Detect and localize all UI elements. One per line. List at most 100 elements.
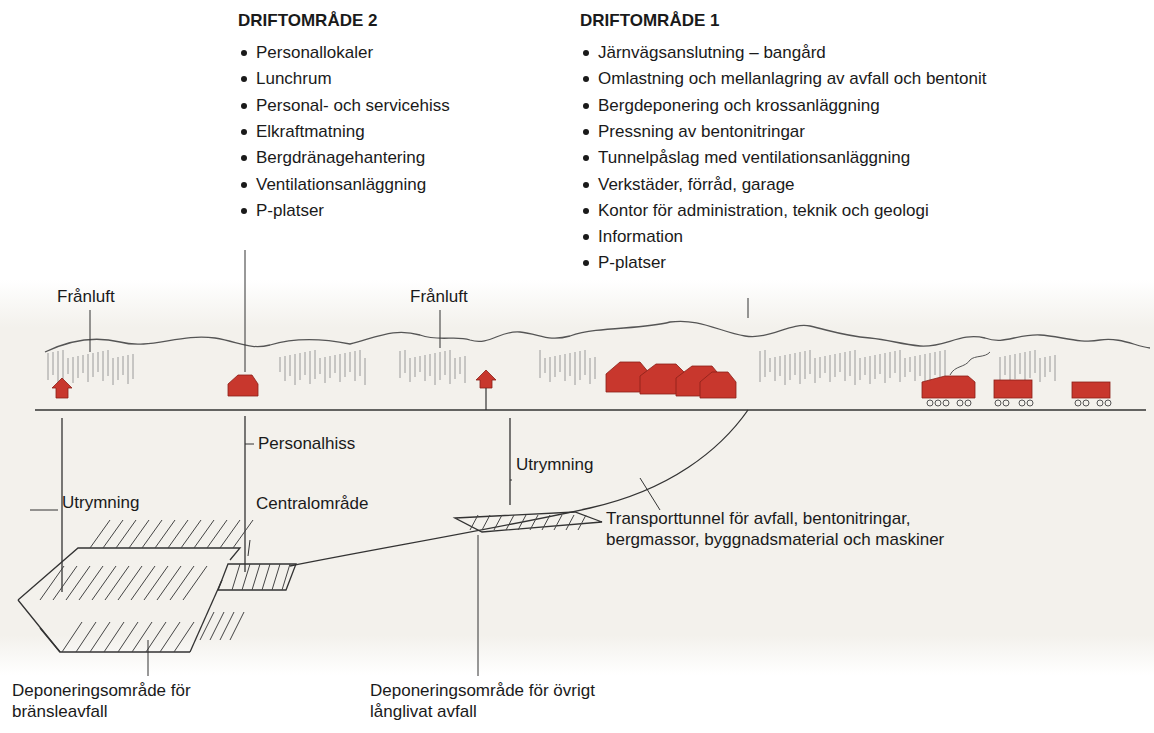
drift-stroke — [506, 515, 514, 530]
tree-stroke — [108, 350, 109, 376]
tree-stroke — [825, 356, 826, 373]
bullet-dot — [583, 182, 589, 188]
tree-stroke — [760, 351, 761, 382]
tree-stroke — [285, 356, 286, 381]
tree-stroke — [320, 358, 321, 374]
tree-stroke — [595, 357, 596, 379]
bullet-dot — [241, 155, 247, 161]
tree-stroke — [820, 357, 821, 378]
drift-stroke — [174, 622, 194, 652]
drift-stroke — [230, 612, 244, 640]
tree-stroke — [770, 358, 771, 372]
tree-stroke — [900, 350, 901, 382]
list-item: Tunnelpåslag med ventilationsanläggning — [598, 147, 1018, 168]
tree-stroke — [850, 351, 851, 376]
drift-stroke — [252, 564, 260, 590]
tree-stroke — [1045, 357, 1046, 377]
tree-stroke — [800, 352, 801, 384]
bullet-dot — [583, 208, 589, 214]
tree-stroke — [1040, 358, 1041, 382]
tree-stroke — [340, 354, 341, 382]
list-item: Omlastning och mellanlagring av avfall o… — [598, 68, 1018, 89]
drift-stroke — [232, 564, 240, 590]
area-heading: DRIFTOMRÅDE 1 — [580, 10, 880, 31]
tree-stroke — [113, 358, 114, 385]
tree-stroke — [845, 352, 846, 381]
tree-stroke — [310, 351, 311, 384]
tree-stroke — [425, 355, 426, 381]
tree-stroke — [815, 358, 816, 383]
bullet-dot — [583, 155, 589, 161]
drift-stroke — [170, 566, 194, 600]
tree-stroke — [550, 357, 551, 382]
train-wheels — [927, 352, 1111, 406]
tree-stroke — [400, 351, 401, 378]
tree-stroke — [780, 356, 781, 376]
drift-stroke — [90, 520, 110, 548]
tree-stroke — [295, 354, 296, 385]
bullet-dot — [241, 182, 247, 188]
drift-stroke — [118, 566, 142, 600]
tree-stroke — [540, 350, 541, 378]
drift-stroke — [66, 566, 90, 600]
tree-stroke — [68, 358, 69, 374]
tree-stroke — [415, 357, 416, 377]
tree-stroke — [290, 355, 291, 376]
tree-stroke — [455, 358, 456, 379]
tree-stroke — [765, 350, 766, 377]
drift-stroke — [157, 566, 181, 600]
tree-stroke — [1055, 355, 1056, 381]
tree-stroke — [440, 352, 441, 380]
drift-stroke — [105, 566, 129, 600]
tree-stroke — [1020, 353, 1021, 374]
tree-stroke — [875, 355, 876, 379]
list-item: Personallokaler — [256, 42, 496, 63]
list-item: Information — [598, 226, 1018, 247]
tree-stroke — [925, 354, 926, 385]
callout-label: Personalhiss — [258, 433, 378, 454]
deposition-tunnels — [40, 515, 586, 652]
drift-stroke — [566, 515, 574, 530]
tree-stroke — [325, 357, 326, 383]
tree-stroke — [585, 350, 586, 375]
tree-stroke — [570, 353, 571, 376]
tree-stroke — [405, 350, 406, 373]
drift-stroke — [578, 515, 586, 530]
tree-stroke — [1030, 351, 1031, 378]
tree-stroke — [920, 355, 921, 376]
list-item: Personal- och servicehiss — [256, 95, 496, 116]
tree-stroke — [430, 354, 431, 376]
tree-stroke — [355, 351, 356, 381]
tree-stroke — [835, 354, 836, 377]
buildings — [52, 362, 1110, 398]
list-item: Kontor för administration, teknik och ge… — [598, 200, 1018, 221]
tree-stroke — [93, 353, 94, 377]
tree-stroke — [118, 357, 119, 380]
tree-stroke — [345, 353, 346, 377]
drift-stroke — [470, 515, 478, 530]
drift-stroke — [494, 515, 502, 530]
tree-stroke — [930, 353, 931, 380]
tree-stroke — [560, 355, 561, 372]
bullet-dot — [241, 103, 247, 109]
tree-stroke — [445, 351, 446, 375]
tree-stroke — [420, 356, 421, 372]
tree-stroke — [83, 355, 84, 373]
tree-stroke — [128, 355, 129, 384]
tree-stroke — [103, 351, 104, 381]
ground-band — [0, 280, 1154, 675]
list-item: Bergdeponering och krossanläggning — [598, 95, 1018, 116]
drift-stroke — [144, 566, 168, 600]
ground-line — [35, 409, 1146, 411]
list-item: Lunchrum — [256, 68, 496, 89]
tree-stroke — [330, 356, 331, 378]
drift-stroke — [482, 515, 490, 530]
tree-stroke — [1000, 357, 1001, 380]
drift-stroke — [183, 566, 207, 600]
tree-stroke — [945, 350, 946, 379]
callout-label: Utrymning — [516, 454, 626, 475]
tree-stroke — [935, 352, 936, 375]
tree-stroke — [435, 353, 436, 385]
tree-stroke — [1015, 354, 1016, 379]
drift-stroke — [207, 520, 227, 548]
